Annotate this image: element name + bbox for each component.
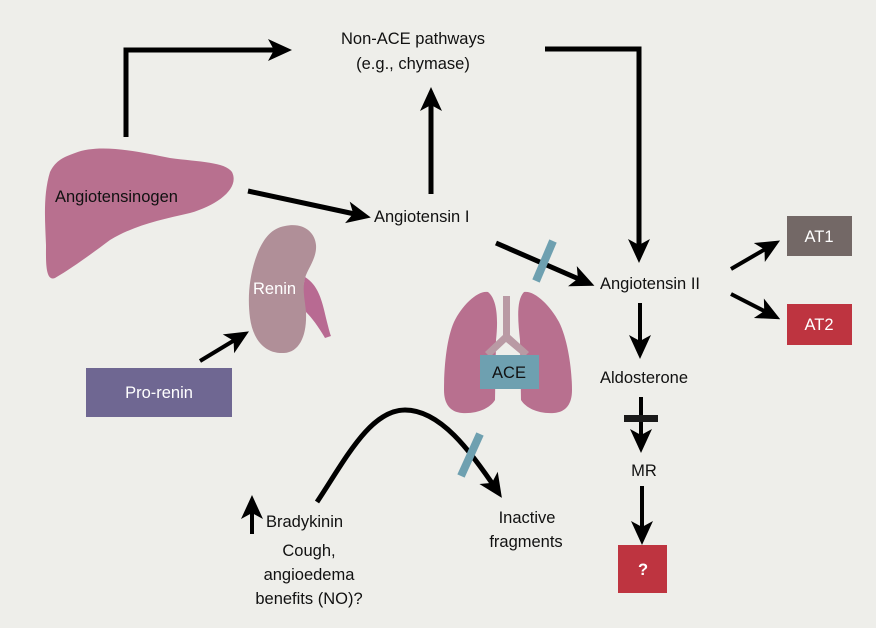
aldosterone-label: Aldosterone [600, 369, 688, 387]
effects-label-line3: benefits (NO)? [255, 590, 362, 608]
angiotensinogen-to-angiotensin1-arrow [247, 188, 371, 224]
at1-label: AT1 [804, 228, 833, 246]
angiotensin2-label: Angiotensin II [600, 275, 700, 293]
nonace-to-angiotensin2-arrow [545, 46, 650, 263]
mr-label: MR [631, 462, 657, 480]
kidney-shape [248, 225, 317, 354]
kidney-pelvis-shape [301, 277, 331, 338]
angiotensinogen-label: Angiotensinogen [55, 188, 178, 206]
prorenin-label: Pro-renin [125, 384, 193, 402]
prorenin-to-renin-arrow [198, 331, 249, 363]
at2-label: AT2 [804, 316, 833, 334]
unknown-effect-label: ? [638, 561, 648, 579]
ace-inhibitor-block-bar-bradykinin [457, 432, 484, 478]
bradykinin-label: Bradykinin [266, 513, 343, 531]
nonace-label-line1: Non-ACE pathways [341, 30, 485, 48]
trachea-shape [485, 296, 529, 357]
renin-label: Renin [253, 280, 296, 298]
angiotensinogen-to-nonace-arrow [123, 39, 292, 137]
inactive-label-line1: Inactive [499, 509, 556, 527]
at2-box [787, 304, 852, 345]
nonace-label-line2: (e.g., chymase) [356, 55, 470, 73]
ace-inhibitor-block-bar [532, 239, 557, 283]
at1-box [787, 216, 852, 256]
liver-shape [44, 148, 234, 279]
angiotensin2-to-at2-arrow [730, 292, 781, 320]
inactive-label-line2: fragments [489, 533, 562, 551]
effects-label-line1: Cough, [282, 542, 335, 560]
effects-label-line2: angioedema [264, 566, 356, 584]
angiotensin1-label: Angiotensin I [374, 208, 469, 226]
angiotensin2-to-at1-arrow [729, 240, 781, 271]
unknown-effect-box [618, 545, 667, 593]
ace-box [480, 355, 539, 389]
mr-antagonist-inhibit-bar [624, 415, 658, 422]
ace-label: ACE [492, 364, 526, 382]
prorenin-box [86, 368, 232, 417]
